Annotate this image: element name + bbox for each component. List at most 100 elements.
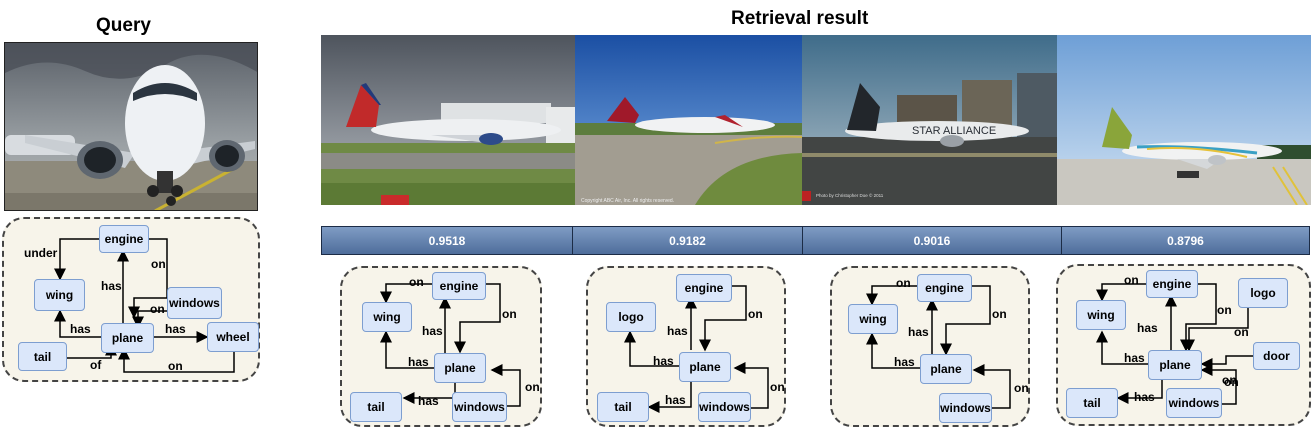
node-engine: engine	[1146, 270, 1198, 298]
query-image	[4, 42, 258, 211]
edge-has-tail	[647, 382, 692, 413]
node-tail: tail	[1066, 388, 1118, 418]
edge-on-windows	[1200, 364, 1237, 405]
edge-on-engine	[1180, 283, 1217, 352]
edge-on-right	[699, 285, 747, 352]
node-plane: plane	[434, 353, 486, 383]
watermark-icon	[802, 191, 811, 201]
node-tail: tail	[18, 342, 67, 371]
edge-label-on-top: on	[1124, 273, 1139, 287]
edge-label-of: of	[90, 358, 102, 372]
score-2: 0.9182	[573, 227, 803, 254]
star-alliance-livery: STAR ALLIANCE	[912, 125, 996, 137]
edge-label-has-engine: has	[1137, 321, 1158, 335]
edge-has-wing	[380, 330, 434, 369]
score-4: 0.8796	[1062, 227, 1309, 254]
edge-on-top	[866, 285, 917, 306]
node-tail: tail	[597, 392, 649, 422]
result-scene-graph-2: on has has has on engine logo plane tail…	[586, 266, 786, 427]
edge-label-has-engine: has	[908, 325, 929, 339]
edge-has-wing	[1096, 330, 1148, 365]
edge-label-on-right: on	[748, 307, 763, 321]
edge-on-top	[1096, 283, 1146, 302]
edge-has-tail	[1116, 378, 1163, 404]
result-scene-graph-3: on on has has on engine wing plane windo…	[830, 266, 1030, 427]
result-scene-graph-4: on on on has has on on has engine logo w…	[1056, 264, 1311, 426]
edge-label-on-right: on	[502, 307, 517, 321]
node-plane: plane	[1148, 350, 1202, 380]
edge-on-top	[380, 283, 432, 304]
edge-label-on-top: on	[896, 276, 911, 290]
node-windows: windows	[167, 287, 222, 319]
query-scene-graph: under has on on has has of on engine win…	[2, 217, 260, 382]
score-3: 0.9016	[803, 227, 1062, 254]
node-wing: wing	[848, 304, 898, 334]
node-engine: engine	[99, 225, 149, 253]
result-image-3: STAR ALLIANCE Photo by Christopher Doe ©…	[802, 35, 1057, 205]
result-4-graph-edges	[1096, 283, 1262, 405]
edge-label-on-logo: on	[1234, 325, 1249, 339]
edge-label-has-tail: has	[418, 394, 439, 408]
result-scene-graph-1: on on has has has on engine wing plane t…	[340, 266, 542, 427]
edge-label-on-top: on	[409, 275, 424, 289]
edge-has-wing	[54, 309, 101, 338]
node-engine: engine	[917, 274, 972, 302]
node-wing: wing	[34, 279, 85, 311]
result-image-4	[1057, 35, 1311, 205]
edge-label-on-right: on	[992, 307, 1007, 321]
query-title: Query	[96, 15, 151, 36]
edge-has-logo	[624, 330, 679, 367]
result-1-graph-edges	[380, 283, 521, 407]
edge-label-has-wing: has	[408, 355, 429, 369]
edge-label-under: under	[24, 246, 58, 260]
edge-label-on-engine: on	[151, 257, 166, 271]
node-windows: windows	[698, 392, 751, 422]
edge-label-has-wing: has	[70, 322, 91, 336]
edge-on-right	[940, 285, 991, 356]
edge-label-has-tail: has	[665, 393, 686, 407]
score-bar: 0.9518 0.9182 0.9016 0.8796	[321, 226, 1310, 255]
edge-label-has-engine: has	[422, 324, 443, 338]
edge-on-right	[454, 283, 501, 354]
edge-on-windows	[733, 362, 769, 409]
node-logo: logo	[606, 302, 656, 332]
edge-on-windows	[972, 364, 1011, 409]
node-plane: plane	[920, 354, 972, 384]
photo-credit-2: Copyright ABC Air, Inc. All rights reser…	[581, 198, 674, 204]
edge-under	[54, 238, 99, 281]
node-engine: engine	[676, 274, 732, 302]
node-plane: plane	[679, 352, 731, 382]
result-image-1	[321, 35, 575, 205]
node-plane: plane	[101, 323, 154, 353]
edge-label-on-windows: on	[1014, 381, 1029, 395]
node-engine: engine	[432, 272, 486, 300]
results-title: Retrieval result	[731, 8, 869, 29]
node-tail: tail	[350, 392, 402, 422]
edge-on-wheel	[118, 347, 235, 373]
edge-label-on-windows: on	[150, 302, 165, 316]
edge-label-has-engine: has	[667, 324, 688, 338]
node-wing: wing	[1076, 300, 1126, 330]
result-2-graph-edges	[624, 285, 769, 413]
edge-label-has-tail: has	[1134, 390, 1155, 404]
edge-on-windows	[132, 310, 167, 329]
edge-label-on-windows: on	[525, 380, 540, 394]
edge-on-windows	[490, 364, 521, 407]
edge-label-on-windows: on	[1222, 373, 1237, 387]
node-wing: wing	[362, 302, 412, 332]
edge-label-has-wheel: has	[165, 322, 186, 336]
node-logo: logo	[1238, 278, 1288, 308]
edge-on-door	[1200, 355, 1253, 370]
node-wheel: wheel	[207, 322, 259, 352]
edge-label-on-engine: on	[1217, 303, 1232, 317]
photo-credit-3: Photo by Christopher Doe © 2011	[816, 192, 884, 198]
result-3-graph-edges	[866, 285, 1011, 409]
score-1: 0.9518	[322, 227, 573, 254]
edge-label-on-wheel: on	[168, 359, 183, 373]
node-windows: windows	[452, 392, 507, 422]
edge-has-wing	[866, 332, 920, 369]
node-windows: windows	[1166, 388, 1222, 418]
result-image-2: Copyright ABC Air, Inc. All rights reser…	[575, 35, 802, 205]
edge-label-on-door: on	[1224, 375, 1239, 389]
edge-label-has-wing: has	[894, 355, 915, 369]
